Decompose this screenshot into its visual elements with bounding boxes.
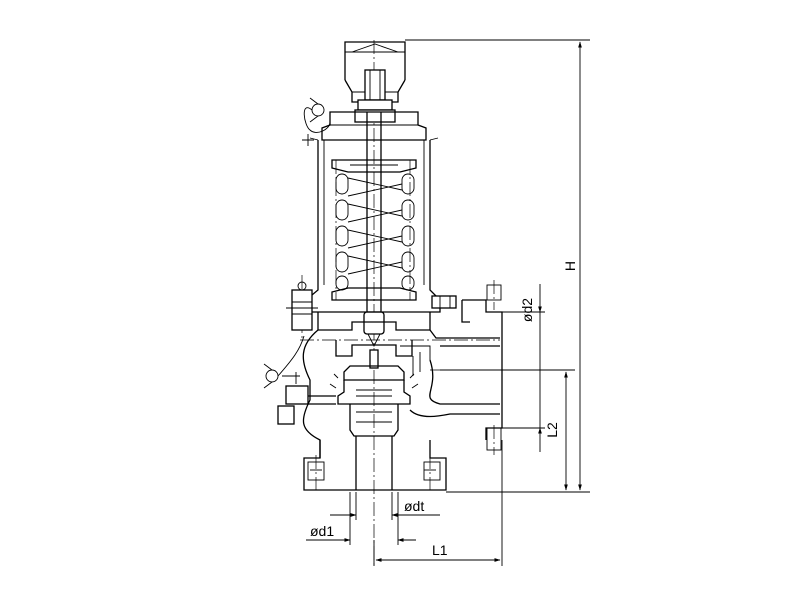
valve-body [302, 284, 503, 458]
valve-spring [335, 173, 415, 291]
dimension-lines [306, 39, 590, 566]
bonnet [305, 111, 441, 301]
dim-label-l1: L1 [432, 542, 448, 558]
side-fittings [277, 281, 457, 425]
dim-label-dt: ødt [404, 498, 424, 514]
dim-label-d2: ød2 [519, 298, 535, 322]
seal-wires [263, 97, 331, 389]
center-lines [300, 40, 520, 566]
inlet-flange [303, 440, 447, 491]
spring-plates [331, 159, 417, 301]
disc-and-nozzle [329, 340, 419, 490]
dim-label-h: H [562, 261, 578, 271]
dim-label-l2: L2 [544, 422, 560, 438]
valve-cap [344, 41, 406, 123]
dim-label-d1: ød1 [310, 523, 334, 539]
